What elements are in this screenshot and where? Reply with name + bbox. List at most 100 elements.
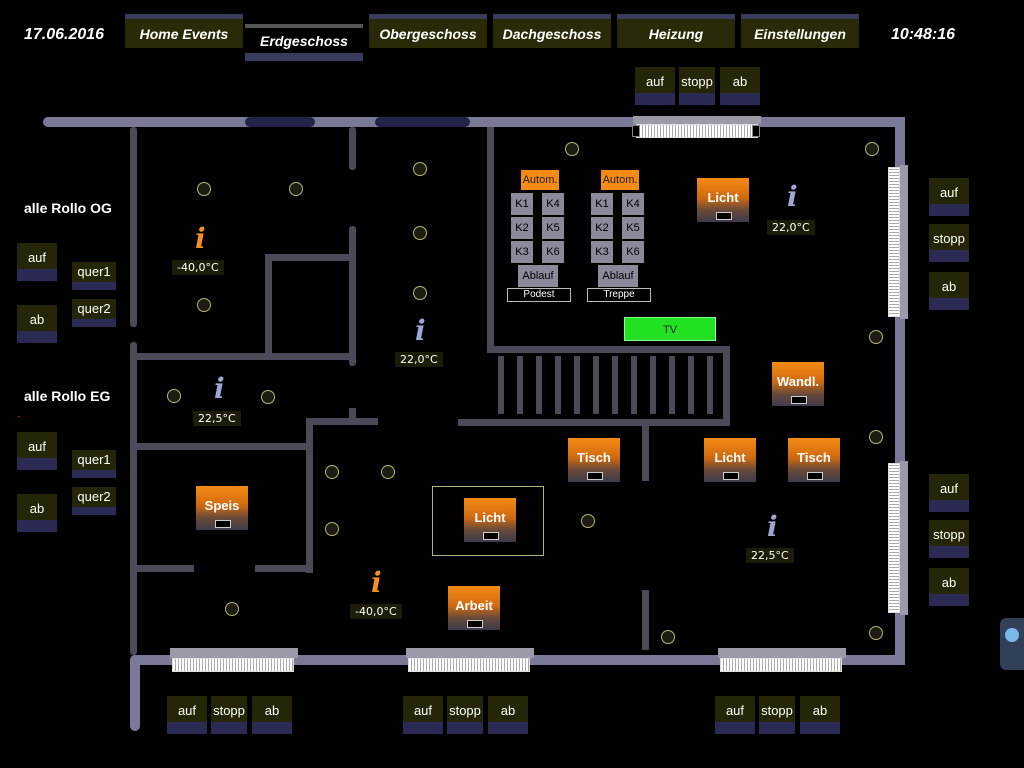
lamp-11[interactable] (325, 522, 339, 536)
lamp-3[interactable] (197, 298, 211, 312)
tab-obergeschoss[interactable]: Obergeschoss (369, 14, 487, 48)
lamp-17[interactable] (581, 514, 595, 528)
light-label: Licht (474, 510, 506, 525)
info-icon[interactable]: i (214, 372, 225, 405)
eg-all-down-button[interactable]: ab (17, 494, 57, 532)
lamp-4[interactable] (413, 162, 427, 176)
light-label: Licht (714, 450, 746, 465)
light-wandl[interactable]: Wandl. (772, 362, 824, 406)
tab-heizung[interactable]: Heizung (617, 14, 735, 48)
lamp-2[interactable] (289, 182, 303, 196)
bottom-left-down-button[interactable]: ab (252, 696, 292, 734)
right-upper-up-button[interactable]: auf (929, 178, 969, 216)
info-icon[interactable]: i (787, 180, 798, 213)
bottom-left-stop-button[interactable]: stopp (211, 696, 247, 734)
right-lower-stop-button[interactable]: stopp (929, 520, 969, 558)
window-right-upper-sill (900, 165, 908, 319)
light-licht-box[interactable]: Licht (464, 498, 516, 542)
podest-k2-button[interactable]: K2 (511, 217, 533, 239)
light-tisch-2[interactable]: Tisch (788, 438, 840, 482)
right-lower-down-button[interactable]: ab (929, 568, 969, 606)
lamp-12[interactable] (225, 602, 239, 616)
lamp-7[interactable] (167, 389, 181, 403)
eg-tilt1-button[interactable]: quer1 (72, 450, 116, 478)
light-arbeit[interactable]: Arbeit (448, 586, 500, 630)
podest-k1-button[interactable]: K1 (511, 193, 533, 215)
podest-k6-button[interactable]: K6 (542, 241, 564, 263)
inner-wall-a (349, 127, 356, 170)
lamp-5[interactable] (413, 226, 427, 240)
info-icon[interactable]: i (371, 566, 382, 599)
eg-tilt2-button[interactable]: quer2 (72, 487, 116, 515)
treppe-k1-button[interactable]: K1 (591, 193, 613, 215)
top-window-up-button[interactable]: auf (635, 67, 675, 105)
lamp-18[interactable] (869, 626, 883, 640)
treppe-k5-button[interactable]: K5 (622, 217, 644, 239)
bottom-mid-stop-button[interactable]: stopp (447, 696, 483, 734)
og-tilt2-button[interactable]: quer2 (72, 299, 116, 327)
window-bottom-right-sill (718, 648, 846, 658)
bottom-right-up-button[interactable]: auf (715, 696, 755, 734)
lamp-15[interactable] (869, 330, 883, 344)
lamp-10[interactable] (381, 465, 395, 479)
tab-erdgeschoss[interactable]: Erdgeschoss (245, 24, 363, 61)
light-indicator (483, 532, 499, 540)
top-window-stop-button[interactable]: stopp (679, 67, 715, 105)
tab-dachgeschoss[interactable]: Dachgeschoss (493, 14, 611, 48)
top-door-2 (375, 117, 470, 127)
light-licht-living[interactable]: Licht (704, 438, 756, 482)
podest-auto-button[interactable]: Autom. (521, 170, 559, 190)
treppe-k2-button[interactable]: K2 (591, 217, 613, 239)
info-icon[interactable]: i (415, 314, 426, 347)
eg-all-up-button[interactable]: auf (17, 432, 57, 470)
og-all-down-button[interactable]: ab (17, 305, 57, 343)
lamp-9[interactable] (325, 465, 339, 479)
info-icon[interactable]: i (195, 222, 206, 255)
bottom-mid-up-button[interactable]: auf (403, 696, 443, 734)
podest-k5-button[interactable]: K5 (542, 217, 564, 239)
lamp-1[interactable] (197, 182, 211, 196)
inner-wall-l (487, 127, 494, 353)
red-dot (18, 416, 20, 417)
lamp-13[interactable] (565, 142, 579, 156)
treppe-k4-button[interactable]: K4 (622, 193, 644, 215)
treppe-ablauf-button[interactable]: Ablauf (598, 265, 638, 287)
tab-einstellungen[interactable]: Einstellungen (741, 14, 859, 48)
lamp-16[interactable] (869, 430, 883, 444)
inner-wall-f (349, 408, 356, 418)
temp-display-2: 22,0°C (395, 352, 443, 367)
right-upper-stop-button[interactable]: stopp (929, 224, 969, 262)
podest-k3-button[interactable]: K3 (511, 241, 533, 263)
tab-home-events[interactable]: Home Events (125, 14, 243, 48)
inner-wall-g (137, 443, 309, 450)
tv-button[interactable]: TV (624, 317, 716, 341)
og-all-up-button[interactable]: auf (17, 243, 57, 281)
bottom-right-stop-button[interactable]: stopp (759, 696, 795, 734)
right-lower-up-button[interactable]: auf (929, 474, 969, 512)
light-licht-kitchen[interactable]: Licht (697, 178, 749, 222)
og-tilt1-button[interactable]: quer1 (72, 262, 116, 290)
light-tisch-1[interactable]: Tisch (568, 438, 620, 482)
info-icon[interactable]: i (767, 510, 778, 543)
lamp-19[interactable] (661, 630, 675, 644)
bottom-left-up-button[interactable]: auf (167, 696, 207, 734)
treppe-auto-button[interactable]: Autom. (601, 170, 639, 190)
podest-ablauf-button[interactable]: Ablauf (518, 265, 558, 287)
bottom-right-down-button[interactable]: ab (800, 696, 840, 734)
lamp-6[interactable] (413, 286, 427, 300)
top-window-down-button[interactable]: ab (720, 67, 760, 105)
remote-support-tab[interactable] (1000, 618, 1024, 670)
podest-k4-button[interactable]: K4 (542, 193, 564, 215)
window-top (636, 124, 758, 138)
top-door-1 (245, 117, 315, 127)
window-right-upper (888, 167, 900, 317)
right-upper-down-button[interactable]: ab (929, 272, 969, 310)
light-indicator (723, 472, 739, 480)
treppe-k3-button[interactable]: K3 (591, 241, 613, 263)
bottom-mid-down-button[interactable]: ab (488, 696, 528, 734)
lamp-14[interactable] (865, 142, 879, 156)
treppe-k6-button[interactable]: K6 (622, 241, 644, 263)
light-speis[interactable]: Speis (196, 486, 248, 530)
lamp-8[interactable] (261, 390, 275, 404)
temp-display-3: 22,5°C (193, 411, 241, 426)
